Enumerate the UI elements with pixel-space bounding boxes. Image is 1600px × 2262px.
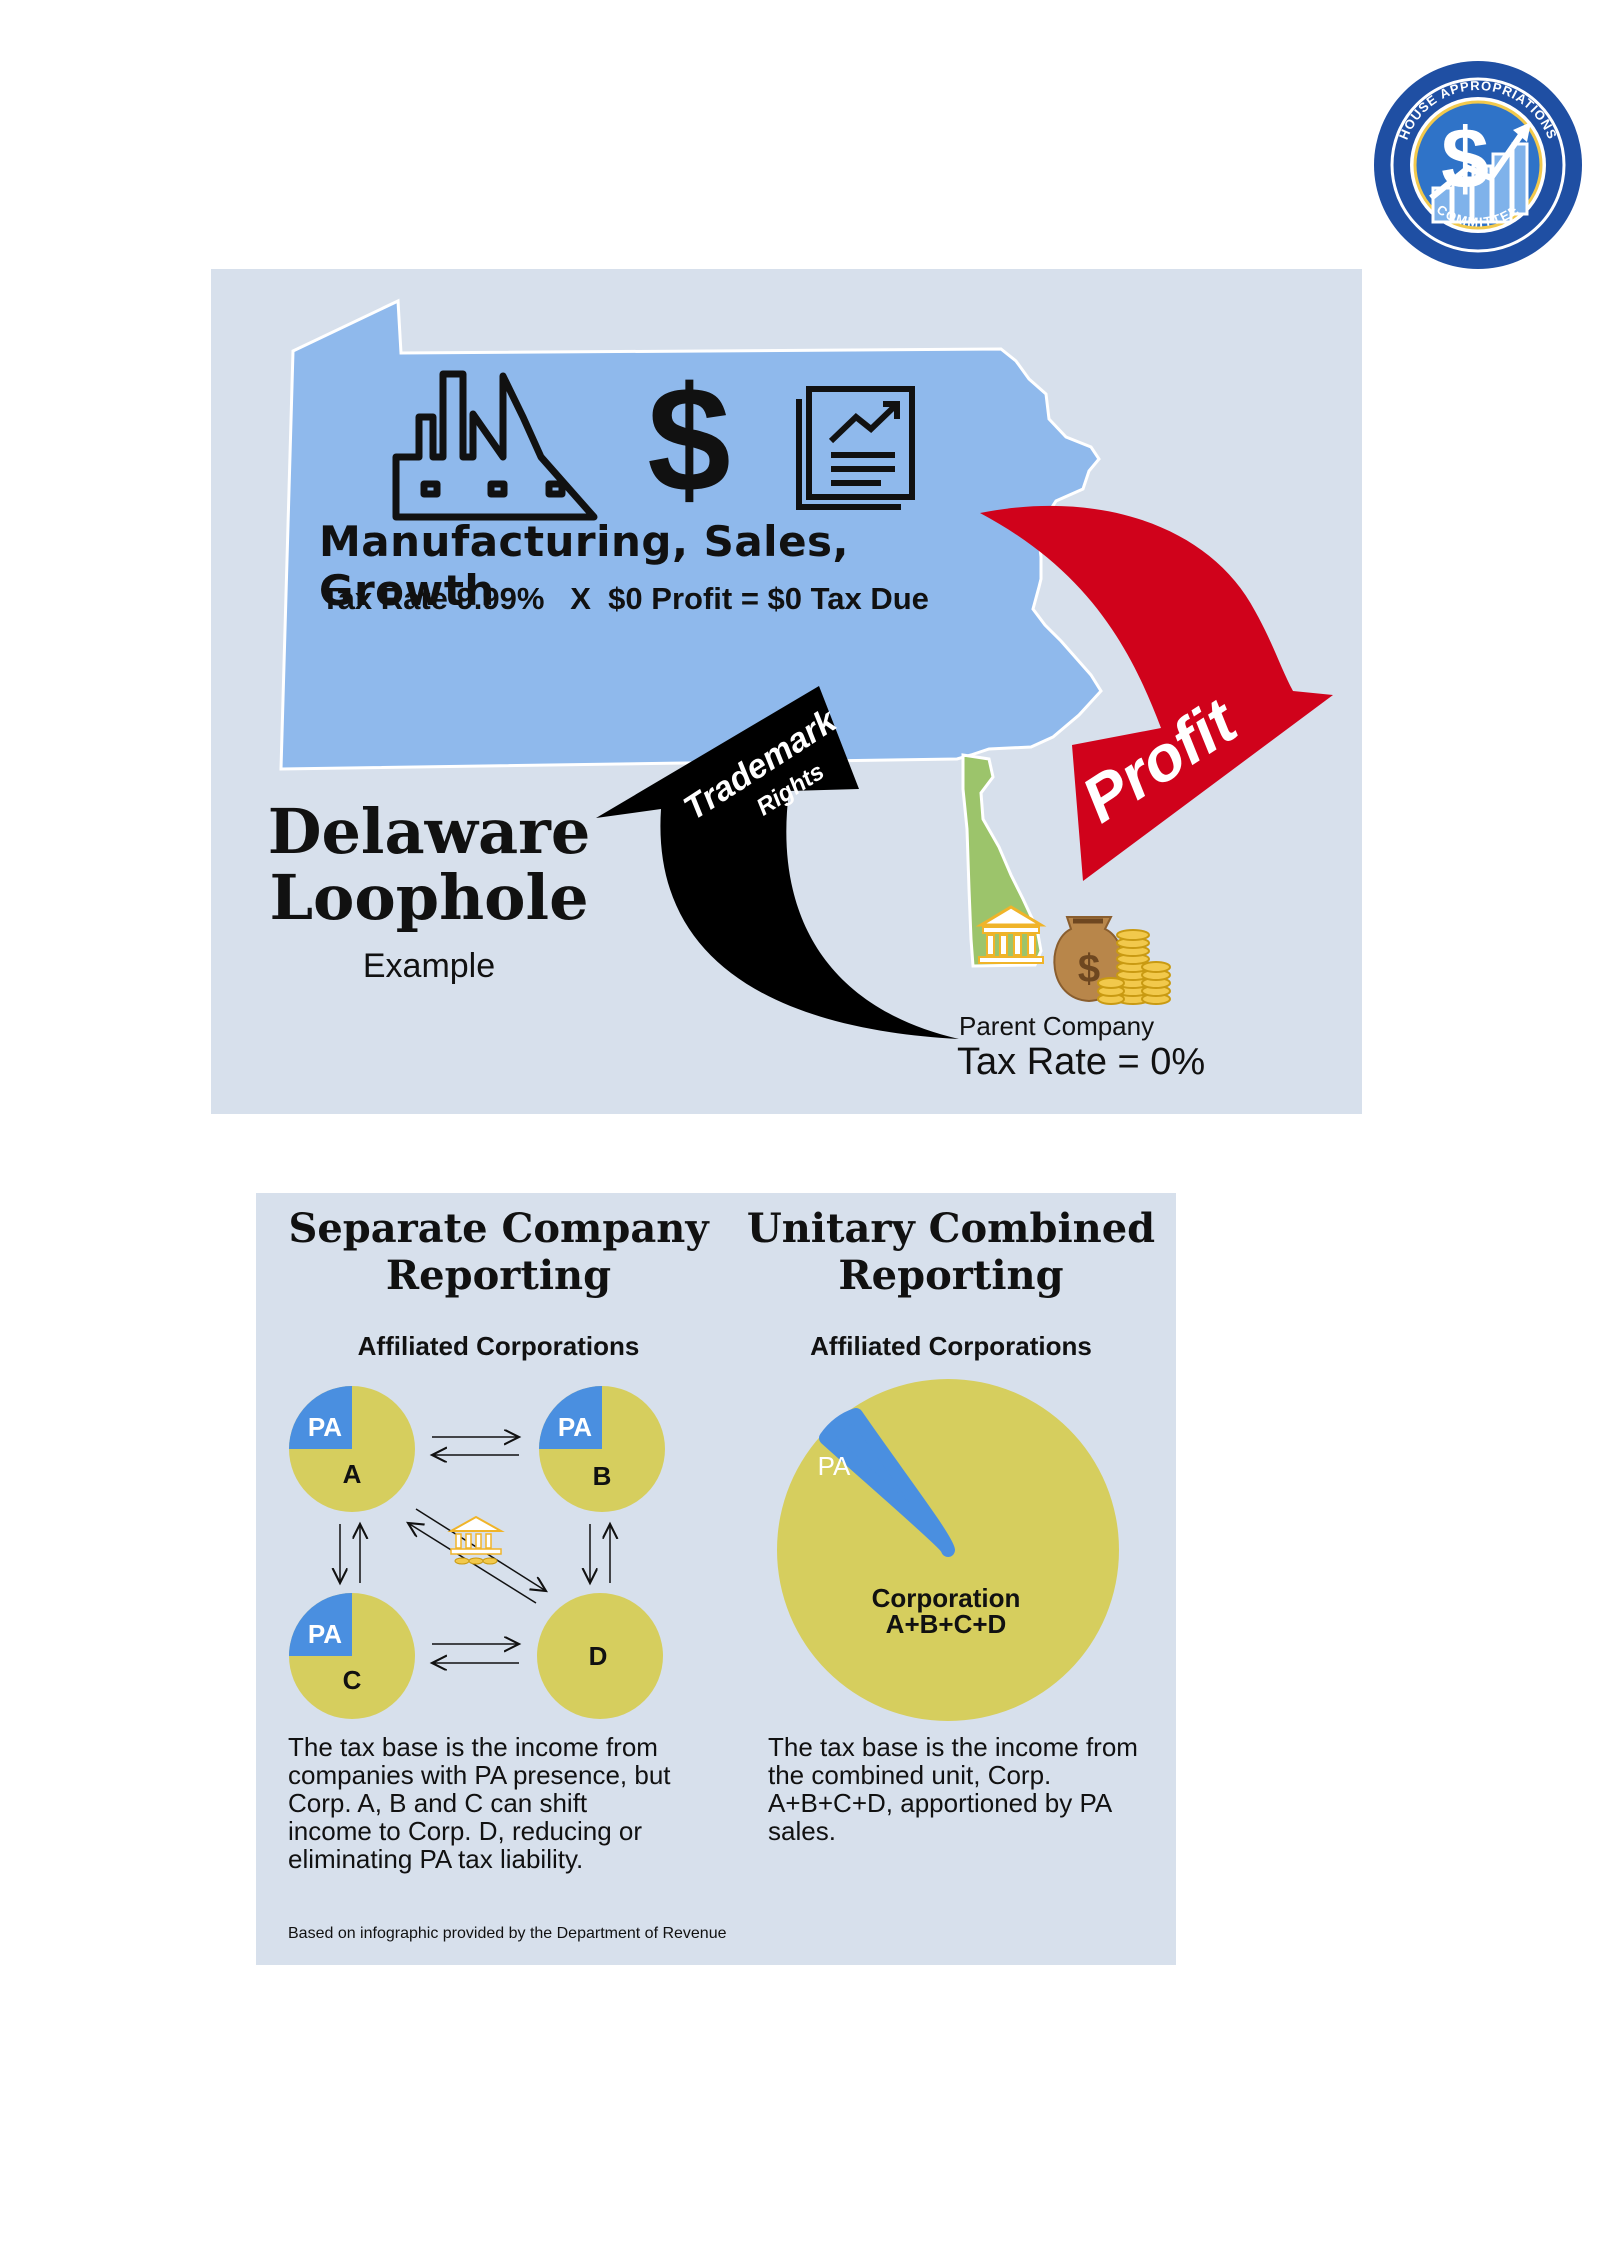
bank-icon [447,1515,505,1565]
separate-title-line2: Reporting [385,1252,612,1299]
svg-text:$: $ [1078,947,1100,991]
profit-arrow [980,505,1333,881]
corp-d-label: D [589,1641,608,1671]
trademark-arrow [596,686,959,1039]
separate-description: The tax base is the income from companie… [288,1732,671,1874]
factory-icon [392,370,598,521]
separate-affiliated-label: Affiliated Corporations [357,1331,640,1361]
report-growth-icon [796,386,915,510]
corp-c-label: C [343,1665,362,1695]
unitary-corp-line2: A+B+C+D [886,1609,1007,1639]
corp-a-pa-label: PA [308,1412,342,1442]
unitary-corp-line1: Corporation [872,1583,1021,1613]
corp-c-pa-label: PA [308,1619,342,1649]
unitary-pa-label: PA [818,1451,851,1481]
arrows-b-d [590,1524,610,1583]
coin-stack-icon [1097,929,1171,1005]
corp-a-label: A [343,1459,362,1489]
loophole-title-line1: Delaware [267,795,591,868]
separate-reporting-title: Separate Company Reporting [256,1205,741,1299]
corp-d-circle: D [537,1593,663,1719]
dollar-sign-icon: $ [647,355,730,523]
unitary-title-line2: Reporting [838,1252,1064,1299]
arrows-a-b [432,1437,519,1455]
arrows-c-d [432,1644,519,1663]
headline: Manufacturing, Sales, Growth [319,517,850,615]
logo-dollar-glyph: $ [1441,111,1489,207]
separate-title-line1: Separate Company [288,1205,709,1252]
parent-tax-rate: Tax Rate = 0% [957,1041,1206,1083]
tax-equation: Tax Rate 9.99% X $0 Profit = $0 Tax Due [321,581,929,616]
unitary-affiliated-label: Affiliated Corporations [810,1331,1092,1361]
arrows-a-c [340,1524,360,1583]
unitary-corporation-circle: PA Corporation A+B+C+D [777,1379,1119,1721]
corp-b-pa-label: PA [558,1412,592,1442]
reporting-comparison-panel: Separate Company Reporting Affiliated Co… [256,1193,1176,1965]
unitary-reporting-title: Unitary Combined Reporting [726,1205,1176,1299]
loophole-title-line2: Loophole [269,861,589,934]
corp-c-circle: PA C [289,1593,415,1719]
corp-b-circle: PA B [539,1386,665,1512]
house-appropriations-logo: $ HOUSE APPROPRIATIONS COMMITTEE [1373,60,1583,270]
delaware-loophole-panel: $ $ [211,269,1362,1114]
loophole-subtitle: Example [362,947,496,985]
loophole-title: Delaware Loophole [259,799,599,931]
source-footnote: Based on infographic provided by the Dep… [288,1925,727,1942]
parent-company-label: Parent Company [959,1011,1155,1041]
bank-icon [975,905,1047,964]
corp-b-label: B [593,1461,612,1491]
unitary-description: The tax base is the income from the comb… [768,1732,1138,1846]
corp-a-circle: PA A [289,1386,415,1512]
unitary-title-line1: Unitary Combined [746,1205,1156,1252]
